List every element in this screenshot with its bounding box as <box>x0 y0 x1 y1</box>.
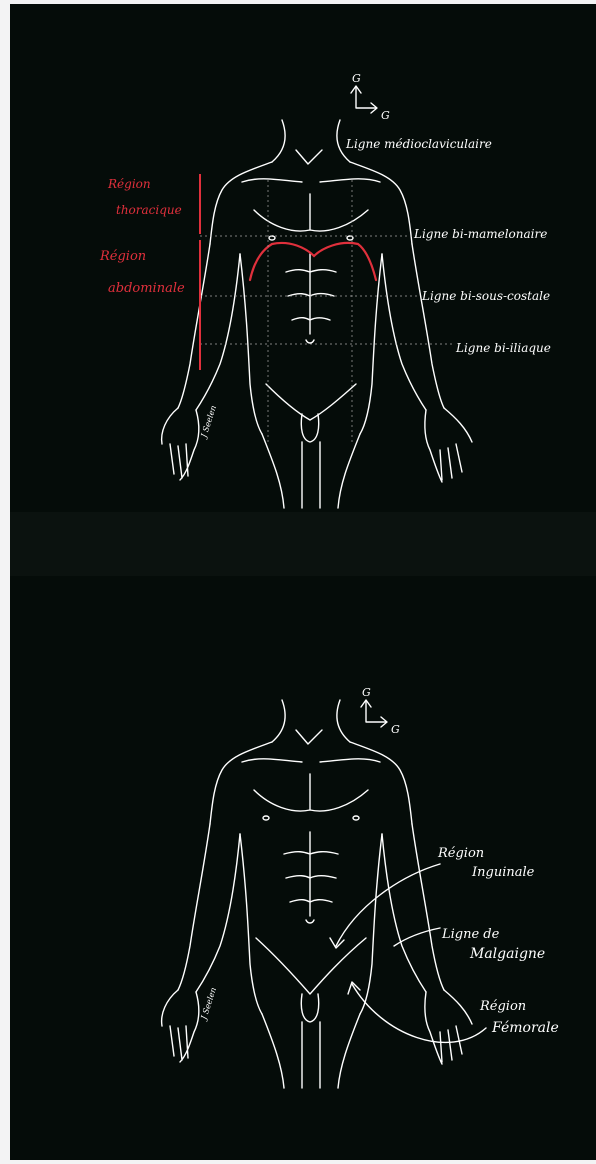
reference-lines <box>200 180 454 444</box>
torso-outline <box>162 120 472 508</box>
orientation-up-label: G <box>352 72 361 85</box>
femoral-region-label-line1: Région <box>479 999 526 1014</box>
body-outline-front-top: G G <box>10 4 596 512</box>
torso-outline <box>162 700 472 1088</box>
thoracic-region-label-line1: Région <box>107 177 151 191</box>
body-outline-front-bottom: G G <box>10 576 596 1160</box>
panel-separator <box>10 512 596 576</box>
biiliac-line-label: Ligne bi-iliaque <box>455 341 551 355</box>
thoracic-region-label-line2: thoracique <box>116 203 182 217</box>
subcostal-line-label: Ligne bi-sous-costale <box>421 289 550 303</box>
abdominal-region-label-line2: abdominale <box>108 281 185 296</box>
malgaigne-line-label-line1: Ligne de <box>441 927 500 942</box>
diagram-panel-thoracic-abdominal: G G <box>10 4 596 512</box>
costal-margin-outline <box>250 243 376 280</box>
orientation-arrow-icon <box>361 700 387 727</box>
bimamelon-line-label: Ligne bi-mamelonaire <box>413 227 547 241</box>
diagram-panel-inguinal-femoral: G G <box>10 576 596 1160</box>
artist-signature: J Seelen <box>199 404 218 440</box>
malgaigne-line-label-line2: Malgaigne <box>469 946 545 962</box>
orientation-right-label: G <box>381 109 390 122</box>
orientation-right-label: G <box>391 723 400 736</box>
inguinal-region-label-line1: Région <box>437 846 484 861</box>
orientation-arrow-icon <box>351 86 377 113</box>
femoral-region-label-line2: Fémorale <box>491 1020 559 1036</box>
inguinal-arrow <box>336 864 440 946</box>
artist-signature: J Seelen <box>199 986 218 1022</box>
midclavicular-line-label: Ligne médioclaviculaire <box>345 137 492 151</box>
orientation-up-label: G <box>362 686 371 699</box>
inguinal-region-label-line2: Inguinale <box>471 865 535 880</box>
abdominal-region-label-line1: Région <box>99 249 146 264</box>
